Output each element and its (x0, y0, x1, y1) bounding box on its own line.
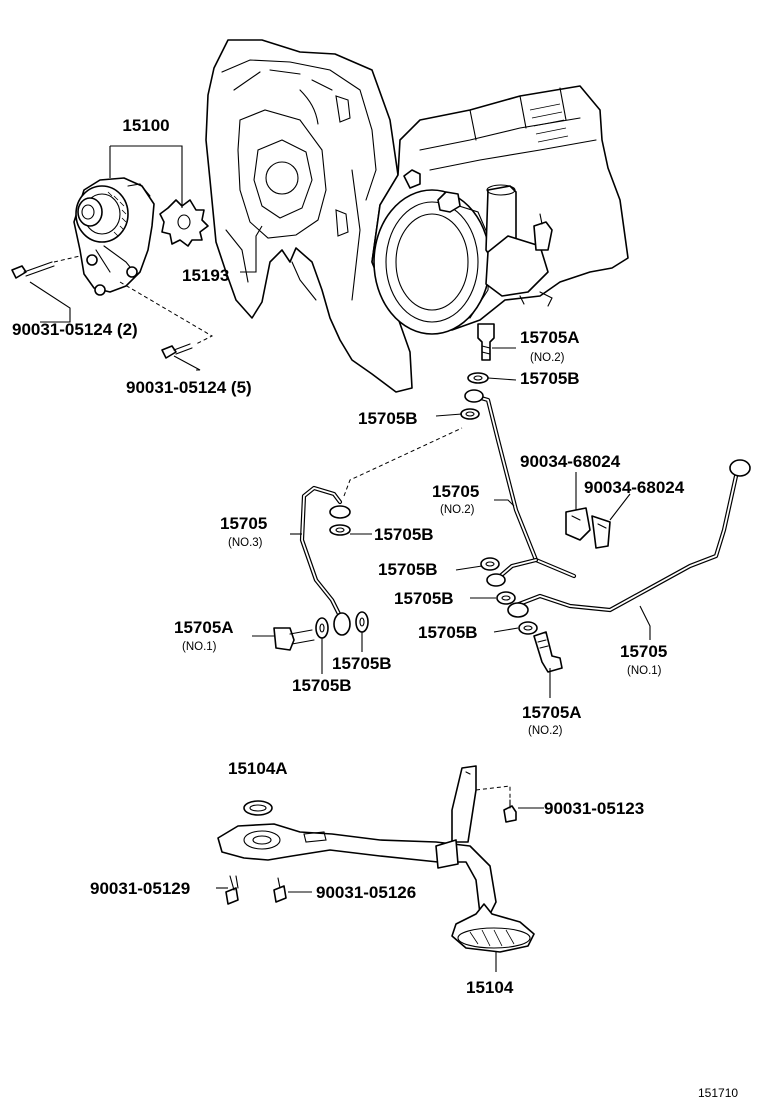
oil-pipes (299, 393, 739, 619)
dash-pipe-no3 (343, 427, 463, 497)
fittings (273, 323, 751, 673)
label-15100: 15100 (122, 116, 169, 135)
part-labels: 15100 15193 90031-05124 (2) 90031-05124 … (12, 116, 738, 1100)
label-bolt-90031-05124-5: 90031-05124 (5) (126, 378, 252, 397)
label-bolt-90031-05124-2: 90031-05124 (2) (12, 320, 138, 339)
label-15705a-top-sub: (NO.2) (530, 352, 565, 364)
label-bolt-90031-05123: 90031-05123 (544, 799, 644, 818)
label-pipe-no3: 15705 (220, 514, 267, 533)
label-15104a: 15104A (228, 759, 288, 778)
label-15705b-mid2: 15705B (378, 560, 438, 579)
label-clamp-90034-68024-1: 90034-68024 (520, 452, 621, 471)
label-bolt-90031-05126: 90031-05126 (316, 883, 416, 902)
label-bolt-90031-05129: 90031-05129 (90, 879, 190, 898)
label-15705b-top2: 15705B (358, 409, 418, 428)
label-15705b-mid3: 15705B (394, 589, 454, 608)
label-pipe-no2-sub: (NO.2) (440, 504, 475, 516)
label-15705a-no1-sub: (NO.1) (182, 641, 217, 653)
oil-pump-assembly (73, 177, 209, 296)
label-15705b-low2: 15705B (292, 676, 352, 695)
label-15705b-top1: 15705B (520, 369, 580, 388)
label-15705a-no1: 15705A (174, 618, 234, 637)
pump-bolts (11, 261, 193, 359)
label-15193: 15193 (182, 266, 229, 285)
label-pipe-no2: 15705 (432, 482, 479, 501)
label-pipe-no3-sub: (NO.3) (228, 537, 263, 549)
label-pipe-no1-sub: (NO.1) (627, 665, 662, 677)
leader-lines (29, 145, 651, 972)
dash-bolt-2 (53, 255, 81, 263)
engine-block-illustration (205, 39, 629, 393)
label-15705b-mid4: 15705B (418, 623, 478, 642)
label-15705a-bottom: 15705A (522, 703, 582, 722)
label-15705a-bottom-sub: (NO.2) (528, 725, 563, 737)
label-pipe-no1: 15705 (620, 642, 667, 661)
label-15705b-mid1: 15705B (374, 525, 434, 544)
dash-bolt-5 (119, 281, 214, 345)
dash-strainer-bolt (475, 785, 511, 800)
label-15104: 15104 (466, 978, 514, 997)
oil-strainer-assembly (217, 765, 535, 953)
label-15705a-top: 15705A (520, 328, 580, 347)
label-clamp-90034-68024-2: 90034-68024 (584, 478, 685, 497)
label-15705b-low1: 15705B (332, 654, 392, 673)
drawing-reference-number: 151710 (698, 1086, 738, 1100)
